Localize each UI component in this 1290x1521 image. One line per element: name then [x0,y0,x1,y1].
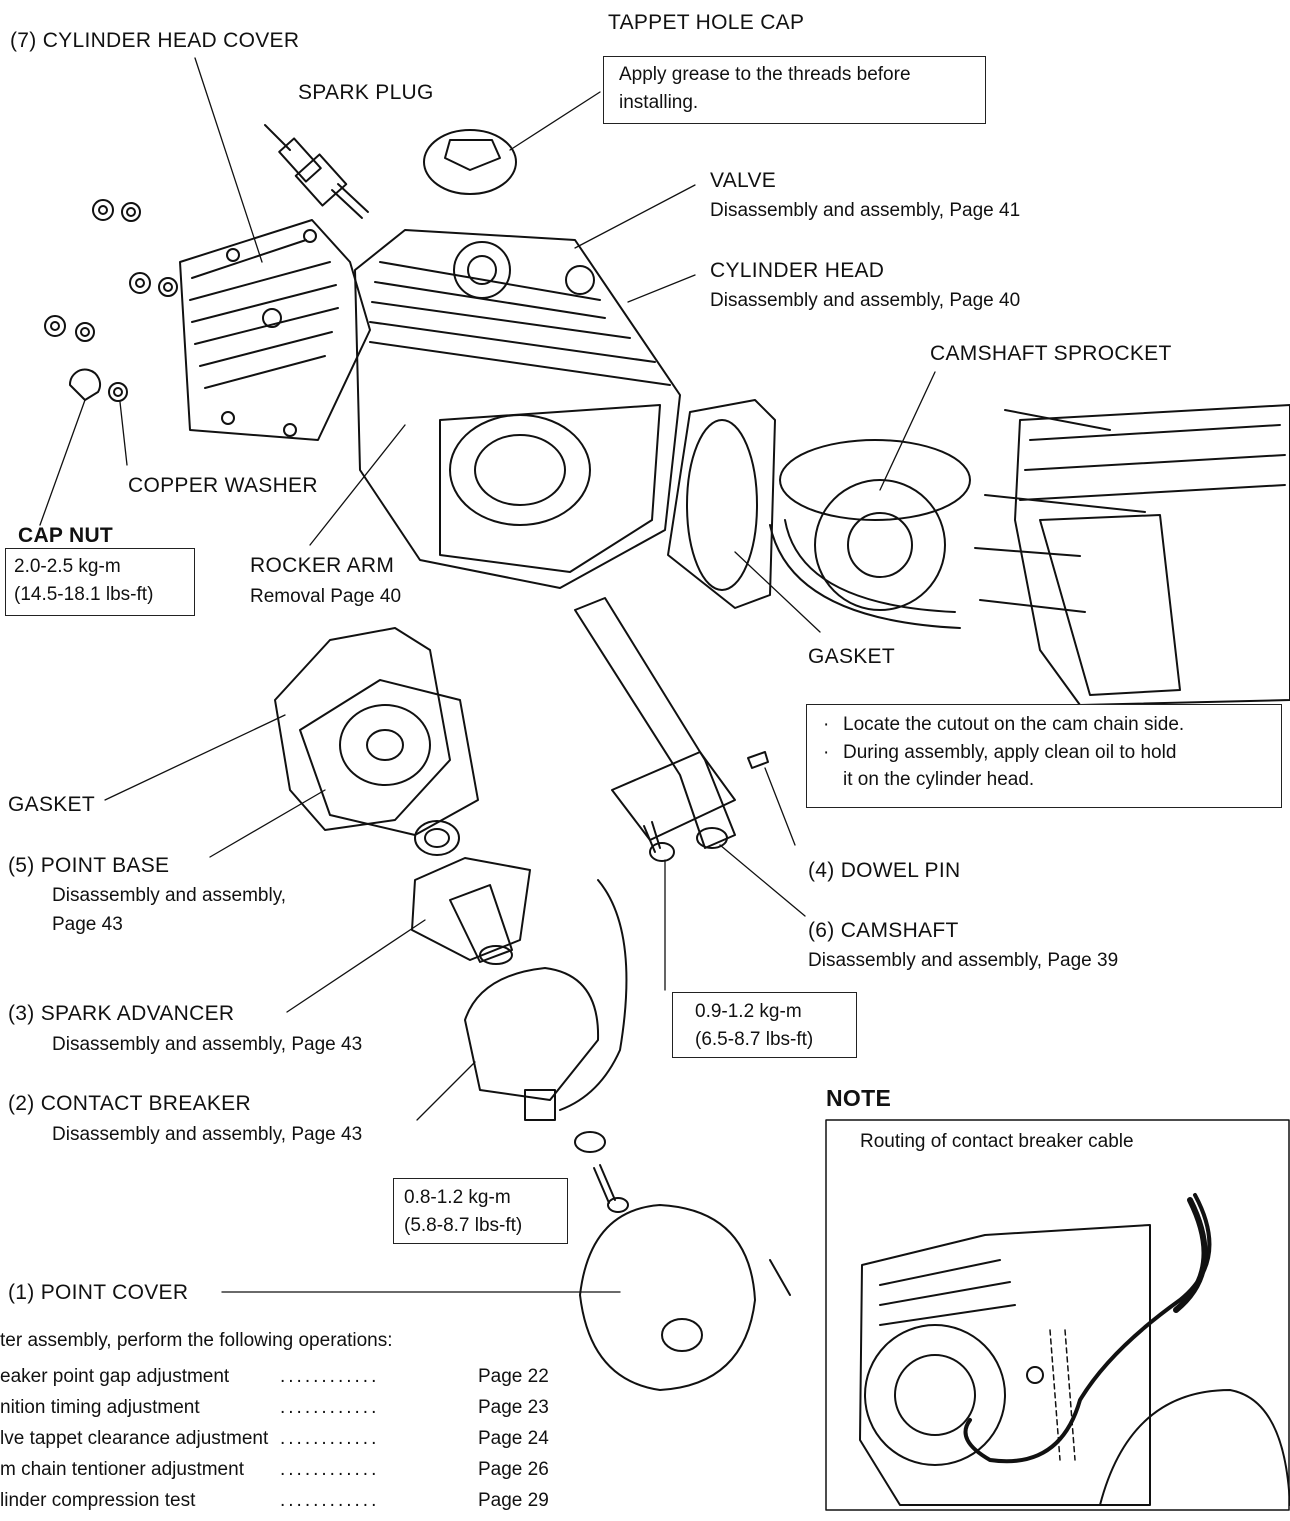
label-point-base-ref-1: Disassembly and assembly, [52,885,287,906]
cylinder-head-part [354,229,681,589]
note-title: NOTE [826,1085,892,1111]
camshaft-part [574,597,736,849]
operation-name: eaker point gap adjustment [0,1366,230,1387]
leader-lines [39,57,936,1293]
label-point-cover: (1) POINT COVER [8,1281,189,1304]
bolt-torque-line-2: (6.5-8.7 lbs-ft) [695,1028,814,1050]
operation-dots: ............ [280,1459,380,1480]
label-spark-advancer: (3) SPARK ADVANCER [8,1002,235,1025]
dowel-pin-bolt-part [643,751,769,862]
cylinder-head-side-part [974,404,1290,706]
note-caption: Routing of contact breaker cable [860,1131,1134,1152]
note-frame [825,1119,1290,1511]
label-cylinder-head: CYLINDER HEAD [710,259,885,282]
label-gasket-left: GASKET [8,793,95,816]
operation-page: Page 26 [478,1459,549,1480]
label-rocker-arm-ref: Removal Page 40 [250,586,402,607]
operation-row: nition timing adjustment ............ Pa… [0,1397,560,1428]
label-point-base-ref-2: Page 43 [52,914,123,935]
operations-heading-text: ter assembly, perform the following oper… [0,1330,393,1351]
cylinder-gasket-part [667,399,776,609]
cutout-note-line-2: During assembly, apply clean oil to hold [843,741,1177,763]
operation-row: eaker point gap adjustment ............ … [0,1366,560,1397]
operation-page: Page 23 [478,1397,549,1418]
bullet-2: · [823,741,830,763]
label-spark-plug: SPARK PLUG [298,81,434,104]
label-cylinder-head-cover: (7) CYLINDER HEAD COVER [10,29,300,52]
tappet-hole-cap-part [423,129,517,195]
screw-torque-box: 0.8-1.2 kg-m (5.8-8.7 lbs-ft) [393,1178,568,1244]
label-dowel-pin: (4) DOWEL PIN [808,859,961,882]
engine-sketch [859,1193,1290,1506]
post-assembly-operations: ter assembly, perform the following oper… [0,1330,560,1521]
label-rocker-arm: ROCKER ARM [250,554,395,577]
cap-nut-torque-line-2: (14.5-18.1 lbs-ft) [14,583,154,605]
point-cover-part [579,1204,791,1391]
cylinder-head-cover-part [179,219,371,441]
operation-dots: ............ [280,1428,380,1449]
screw-torque-line-2: (5.8-8.7 lbs-ft) [404,1214,523,1236]
operation-row: m chain tentioner adjustment ...........… [0,1459,560,1490]
operation-name: lve tappet clearance adjustment [0,1428,269,1449]
operation-name: m chain tentioner adjustment [0,1459,244,1480]
operation-page: Page 22 [478,1366,549,1387]
cam-chain-sprocket-part [769,439,971,629]
label-camshaft: (6) CAMSHAFT [808,919,959,942]
bullet-1: · [823,714,830,735]
label-camshaft-sprocket: CAMSHAFT SPROCKET [930,342,1172,365]
cutout-note-line-3: it on the cylinder head. [843,769,1035,791]
cutout-note-box: · Locate the cutout on the cam chain sid… [806,704,1282,808]
label-point-base: (5) POINT BASE [8,854,170,877]
label-valve-ref: Disassembly and assembly, Page 41 [710,200,1021,221]
contact-breaker-part [464,879,629,1213]
operations-heading: ter assembly, perform the following oper… [0,1330,560,1366]
operation-row: lve tappet clearance adjustment ........… [0,1428,560,1459]
spark-advancer-part [411,857,531,965]
label-gasket-top: GASKET [808,645,895,668]
operation-row: linder compression test ............ Pag… [0,1490,560,1521]
point-base-part [274,627,479,856]
label-valve: VALVE [710,169,777,192]
label-contact-breaker: (2) CONTACT BREAKER [8,1092,251,1115]
spark-plug-part [264,124,369,219]
label-copper-washer: COPPER WASHER [128,474,318,497]
operation-page: Page 29 [478,1490,549,1511]
operation-name: nition timing adjustment [0,1397,200,1418]
operation-dots: ............ [280,1490,380,1511]
label-cylinder-head-ref: Disassembly and assembly, Page 40 [710,290,1021,311]
label-contact-breaker-ref: Disassembly and assembly, Page 43 [52,1124,363,1145]
tappet-grease-note: Apply grease to the threads before insta… [603,56,986,124]
operation-dots: ............ [280,1366,380,1387]
label-camshaft-ref: Disassembly and assembly, Page 39 [808,950,1119,971]
tappet-note-line-1: Apply grease to the threads before [619,64,911,85]
screw-torque-line-1: 0.8-1.2 kg-m [404,1187,511,1208]
label-cap-nut: CAP NUT [18,524,114,547]
cap-nut-torque-box: 2.0-2.5 kg-m (14.5-18.1 lbs-ft) [5,548,195,616]
cap-nut-torque-line-1: 2.0-2.5 kg-m [14,556,121,577]
cutout-note-line-1: Locate the cutout on the cam chain side. [843,714,1185,735]
operation-page: Page 24 [478,1428,549,1449]
label-spark-advancer-ref: Disassembly and assembly, Page 43 [52,1034,363,1055]
label-tappet-hole-cap: TAPPET HOLE CAP [608,11,805,34]
operation-dots: ............ [280,1397,380,1418]
tappet-note-line-2: installing. [619,91,699,113]
bolt-torque-box: 0.9-1.2 kg-m (6.5-8.7 lbs-ft) [672,992,857,1058]
cap-nuts-washers [44,199,178,402]
operation-name: linder compression test [0,1490,196,1511]
bolt-torque-line-1: 0.9-1.2 kg-m [695,1001,802,1022]
